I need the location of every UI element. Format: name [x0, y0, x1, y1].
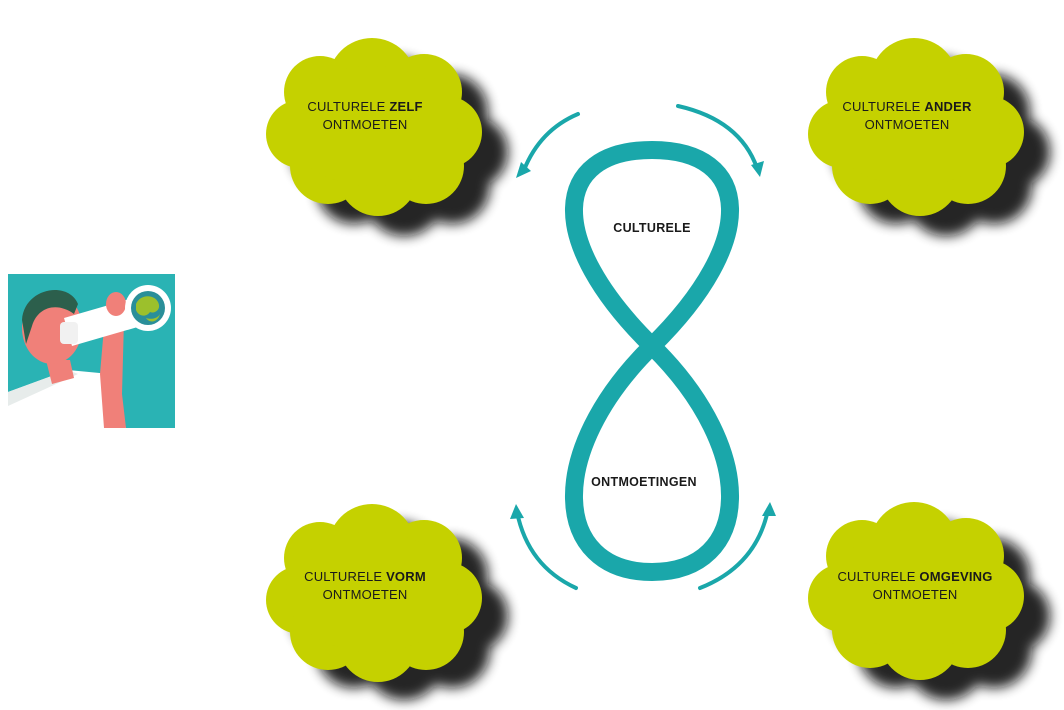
arrow-bottom-right [698, 508, 770, 590]
label-zelf: CULTURELE ZELF ONTMOETEN [307, 99, 423, 132]
figure-eight-loop [565, 141, 739, 581]
arrow-top-right [676, 104, 759, 170]
binoculars-person-icon [8, 274, 175, 428]
arrowhead-top-right-icon [751, 161, 764, 177]
label-omgeving: CULTURELE OMGEVING ONTMOETEN [837, 569, 993, 602]
label-vorm: CULTURELE VORM ONTMOETEN [304, 569, 426, 602]
arrows [515, 104, 770, 590]
arrowhead-top-left-icon [516, 162, 531, 178]
center-label-bottom: ONTMOETINGEN [591, 475, 697, 489]
arrow-heads [510, 161, 776, 519]
arrow-bottom-left [515, 510, 578, 590]
arrowhead-bottom-right-icon [762, 502, 776, 516]
arrowhead-bottom-left-icon [510, 504, 524, 519]
center-label-top: CULTURELE [613, 221, 691, 235]
arrow-top-left [522, 112, 580, 172]
label-ander: CULTURELE ANDER ONTMOETEN [842, 99, 972, 132]
